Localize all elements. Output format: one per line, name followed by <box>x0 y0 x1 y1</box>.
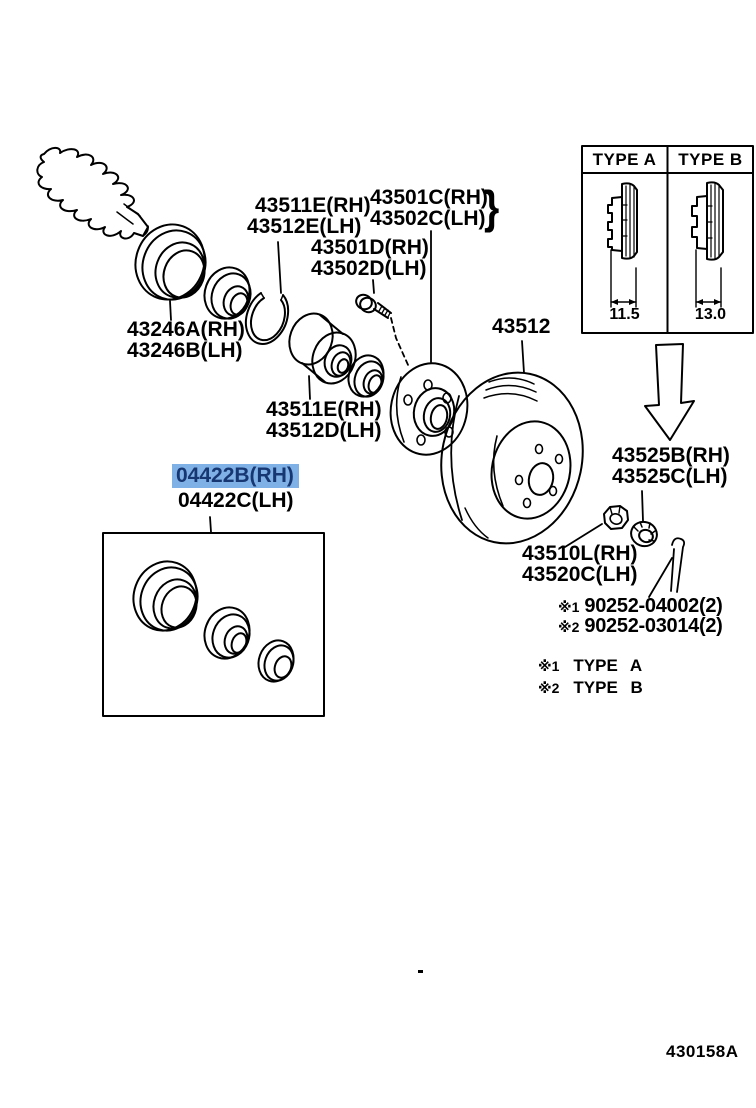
part-label-oil-seal[interactable]: 43246A(RH) 43246B(LH) <box>127 319 245 361</box>
leader-lock-nut <box>641 490 644 522</box>
part-label-lock-nut[interactable]: 43525B(RH) 43525C(LH) <box>612 445 730 487</box>
part-number[interactable]: 43502C(LH) <box>370 207 486 230</box>
grease-seal-drawing <box>347 354 385 398</box>
type-b-header: TYPE B <box>678 150 743 169</box>
oil-seal-drawing <box>134 223 207 301</box>
type-b-dimension: 13.0 <box>694 306 727 323</box>
leader-bearing <box>308 375 311 400</box>
legend-text: TYPE B <box>573 678 643 697</box>
down-arrow <box>644 343 695 441</box>
type-legend: ※1 TYPE A ※2 TYPE B <box>538 655 643 699</box>
part-number[interactable]: 43246B(LH) <box>127 339 243 362</box>
legend-row: ※1 TYPE A <box>538 655 643 677</box>
wheel-bearing-drawing <box>288 312 357 385</box>
part-number[interactable]: 43525C(LH) <box>612 465 728 488</box>
type-a-dimension: 11.5 <box>609 306 640 323</box>
part-label-seal-kit[interactable]: 04422B(RH) 04422C(LH) <box>172 464 299 511</box>
part-number[interactable]: 43512D(LH) <box>266 419 382 442</box>
part-label-snap-ring[interactable]: 43511E(RH) 43512E(LH) <box>247 195 371 237</box>
cotter-pin-drawing <box>670 537 686 593</box>
note-row: ※1 90252-04002(2) <box>558 595 723 617</box>
part-number[interactable]: 43501D(RH) <box>311 236 429 259</box>
part-number[interactable]: 43502D(LH) <box>311 257 427 280</box>
leader-cotter-pin <box>648 557 673 598</box>
part-number[interactable]: 43510L(RH) <box>522 542 638 565</box>
part-number[interactable]: 43512 <box>492 315 551 338</box>
part-label-axle-nut[interactable]: 43510L(RH) 43520C(LH) <box>522 543 638 585</box>
part-label-disc[interactable]: 43512 <box>492 316 550 337</box>
note-ref: ※2 <box>558 619 580 635</box>
part-number[interactable]: 43501C(RH) <box>370 186 488 209</box>
bearing-drawing <box>203 266 252 320</box>
axle-nut-drawing <box>603 505 629 530</box>
note-part-numbers[interactable]: ※1 90252-04002(2) ※2 90252-03014(2) <box>558 595 723 637</box>
part-number[interactable]: 43520C(LH) <box>522 563 638 586</box>
figure-code: 430158A <box>666 1042 739 1061</box>
part-number[interactable]: 43511E(RH) <box>266 398 382 421</box>
hub-flange-drawing <box>389 362 469 456</box>
part-number[interactable]: 90252-03014(2) <box>584 615 723 637</box>
legend-ref: ※1 <box>538 658 560 674</box>
brace-glyph: } <box>483 181 500 233</box>
leader-snap-ring <box>277 241 282 294</box>
part-number[interactable]: 43512E(LH) <box>247 215 362 238</box>
part-number[interactable]: 43246A(RH) <box>127 318 245 341</box>
leader-oil-seal <box>169 300 172 321</box>
note-row: ※2 90252-03014(2) <box>558 615 723 637</box>
type-table-graphics <box>581 145 754 334</box>
leader-hub-bolt <box>372 279 375 294</box>
legend-text: TYPE A <box>573 656 643 675</box>
part-number[interactable]: 90252-04002(2) <box>584 595 723 617</box>
seal-kit-box <box>102 532 325 717</box>
snap-ring-drawing <box>244 292 290 345</box>
leader-seal-kit <box>209 516 212 533</box>
registration-mark <box>418 970 423 973</box>
leader-disc <box>521 340 525 374</box>
leader-axle-nut <box>564 523 603 548</box>
legend-row: ※2 TYPE B <box>538 677 643 699</box>
part-label-hub[interactable]: 43501C(RH) 43502C(LH) } <box>370 184 499 230</box>
part-label-hub-bolt[interactable]: 43501D(RH) 43502D(LH) <box>311 237 429 279</box>
part-number[interactable]: 43525B(RH) <box>612 444 730 467</box>
lock-nut-drawing <box>630 520 658 548</box>
hub-bolt-drawing <box>355 293 410 368</box>
type-a-header: TYPE A <box>592 150 657 169</box>
legend-ref: ※2 <box>538 680 560 696</box>
note-ref: ※1 <box>558 599 580 615</box>
selected-part-number[interactable]: 04422B(RH) <box>172 464 299 488</box>
part-number[interactable]: 04422C(LH) <box>178 489 294 512</box>
part-label-bearing[interactable]: 43511E(RH) 43512D(LH) <box>266 399 382 441</box>
leader-lines <box>169 230 673 598</box>
brake-disc-drawing <box>440 371 584 545</box>
drive-shaft-sketch <box>36 146 149 240</box>
part-number[interactable]: 43511E(RH) <box>255 194 371 217</box>
